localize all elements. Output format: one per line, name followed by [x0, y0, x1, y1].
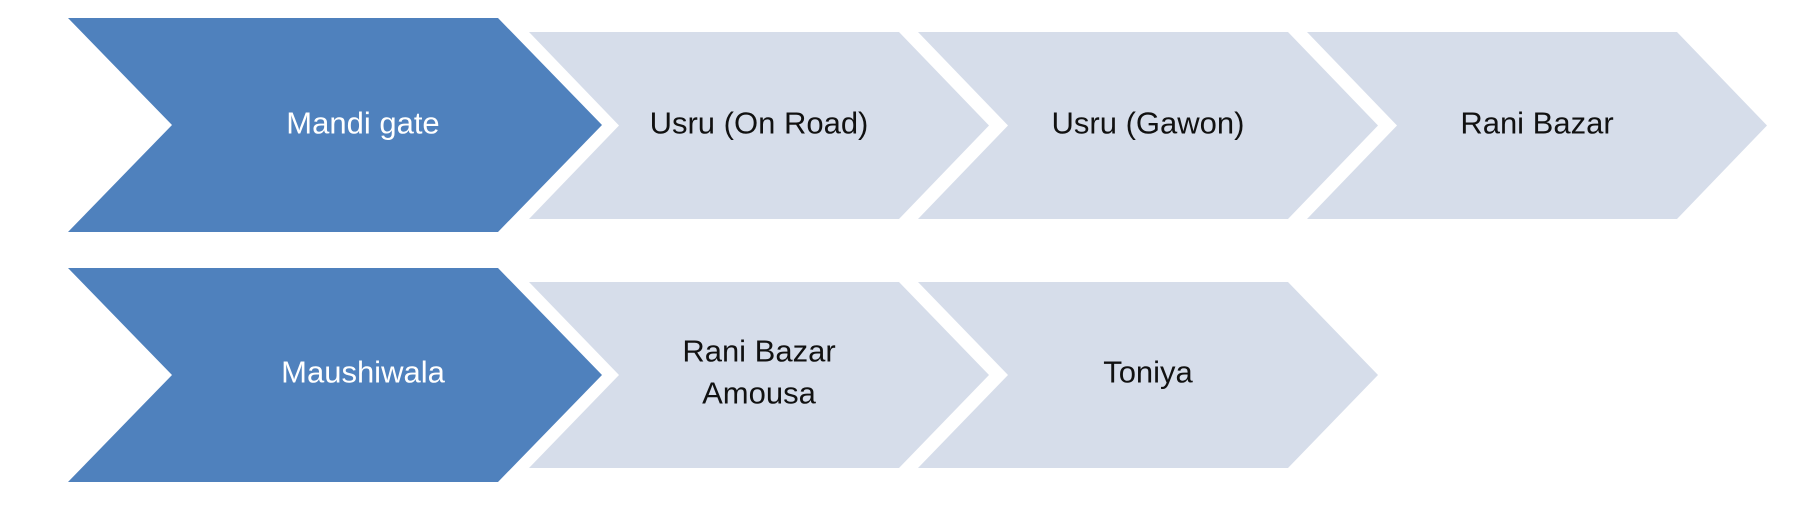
step-label-row2-1-line-2: Amousa [702, 376, 816, 411]
step-chevron-row1-2 [918, 32, 1378, 219]
step-label-row1-1: Usru (On Road) [650, 106, 869, 141]
step-chevron-row1-3 [1307, 32, 1767, 219]
step-chevron-row2-1 [529, 282, 989, 468]
process-row-2 [68, 268, 1378, 482]
step-chevron-row2-2 [918, 282, 1378, 468]
step-chevron-row1-1 [529, 32, 989, 219]
step-label-row2-2: Toniya [1103, 355, 1193, 390]
head-chevron-row2 [68, 268, 602, 482]
head-label-row1: Mandi gate [286, 106, 439, 141]
head-label-row2: Maushiwala [281, 355, 445, 390]
process-row-1 [68, 18, 1767, 232]
step-label-row1-2: Usru (Gawon) [1052, 106, 1245, 141]
step-label-row2-1-line-1: Rani Bazar [682, 334, 835, 369]
step-label-row1-3: Rani Bazar [1460, 106, 1613, 141]
head-chevron-row1 [68, 18, 602, 232]
